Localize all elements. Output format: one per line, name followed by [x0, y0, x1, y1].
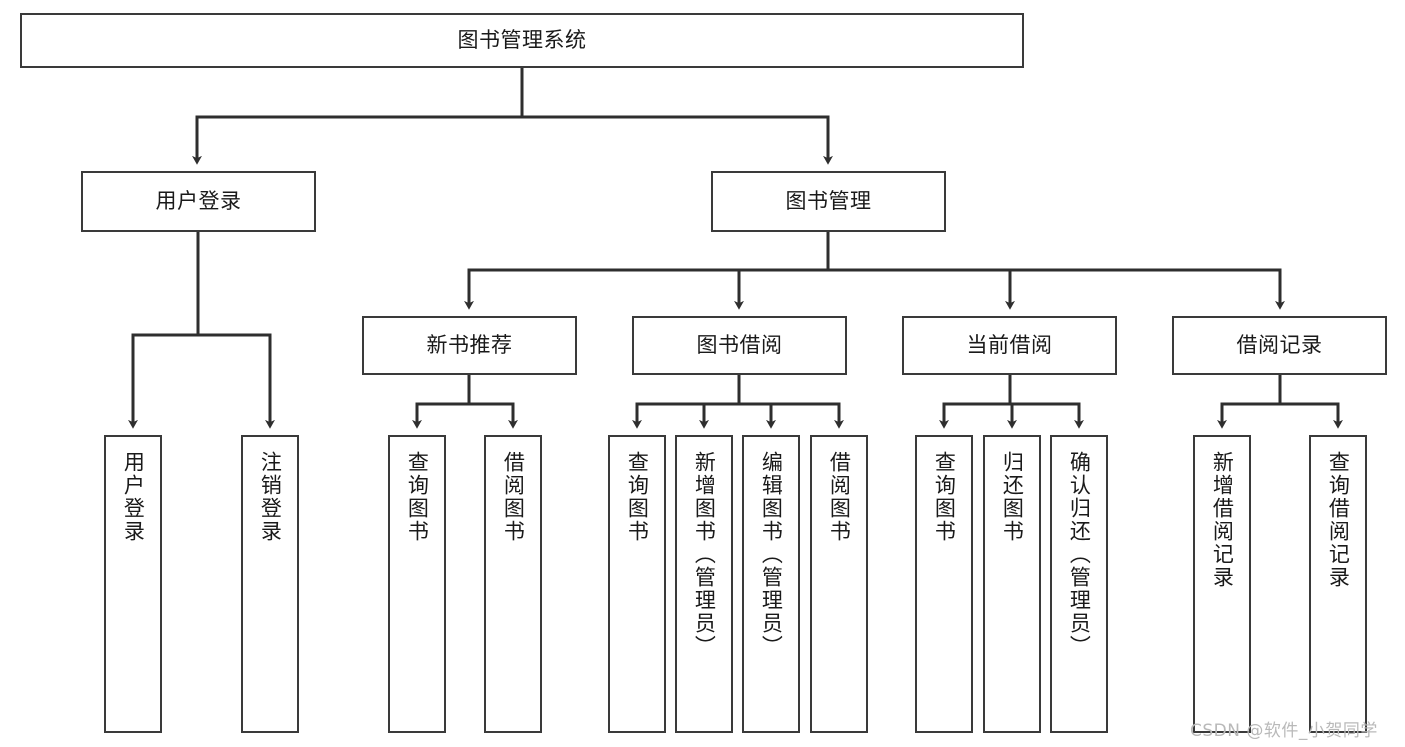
node-label: 编辑图书（管理员） [759, 451, 784, 658]
node-label: 借阅图书 [501, 451, 526, 543]
node-user-login[interactable]: 用户登录 [81, 171, 316, 232]
leaf-search-book-borrowing[interactable]: 查询图书 [608, 435, 666, 733]
leaf-confirm-return-admin[interactable]: 确认归还（管理员） [1050, 435, 1108, 733]
csdn-watermark: CSDN @软件_小贺同学 [1190, 721, 1378, 741]
node-label: 借阅记录 [1236, 333, 1323, 358]
leaf-search-book-current[interactable]: 查询图书 [915, 435, 973, 733]
leaf-add-borrow-record[interactable]: 新增借阅记录 [1193, 435, 1251, 733]
leaf-edit-book-admin[interactable]: 编辑图书（管理员） [742, 435, 800, 733]
leaf-logout[interactable]: 注销登录 [241, 435, 299, 733]
leaf-search-book-recommend[interactable]: 查询图书 [388, 435, 446, 733]
leaf-add-book-admin[interactable]: 新增图书（管理员） [675, 435, 733, 733]
node-label: 图书借阅 [696, 333, 783, 358]
node-label: 新增图书（管理员） [692, 451, 717, 658]
node-label: 借阅图书 [827, 451, 852, 543]
node-label: 查询图书 [932, 451, 957, 543]
node-new-book-recommendation[interactable]: 新书推荐 [362, 316, 577, 375]
node-label: 查询图书 [625, 451, 650, 543]
node-book-management-system[interactable]: 图书管理系统 [20, 13, 1024, 68]
node-book-management[interactable]: 图书管理 [711, 171, 946, 232]
node-label: 确认归还（管理员） [1067, 451, 1092, 658]
node-label: 查询借阅记录 [1326, 451, 1351, 589]
node-label: 当前借阅 [966, 333, 1053, 358]
node-label: 图书管理 [785, 189, 872, 214]
node-label: 用户登录 [121, 451, 146, 543]
node-current-borrowing[interactable]: 当前借阅 [902, 316, 1117, 375]
node-label: 新增借阅记录 [1210, 451, 1235, 589]
node-label: 新书推荐 [426, 333, 513, 358]
node-book-borrowing[interactable]: 图书借阅 [632, 316, 847, 375]
leaf-borrow-book[interactable]: 借阅图书 [810, 435, 868, 733]
node-borrow-records[interactable]: 借阅记录 [1172, 316, 1387, 375]
node-label: 用户登录 [155, 189, 242, 214]
leaf-user-login[interactable]: 用户登录 [104, 435, 162, 733]
leaf-return-book[interactable]: 归还图书 [983, 435, 1041, 733]
node-label: 归还图书 [1000, 451, 1025, 543]
leaf-search-borrow-record[interactable]: 查询借阅记录 [1309, 435, 1367, 733]
node-label: 图书管理系统 [457, 28, 587, 53]
node-label: 注销登录 [258, 451, 283, 543]
node-label: 查询图书 [405, 451, 430, 543]
leaf-borrow-book-recommend[interactable]: 借阅图书 [484, 435, 542, 733]
